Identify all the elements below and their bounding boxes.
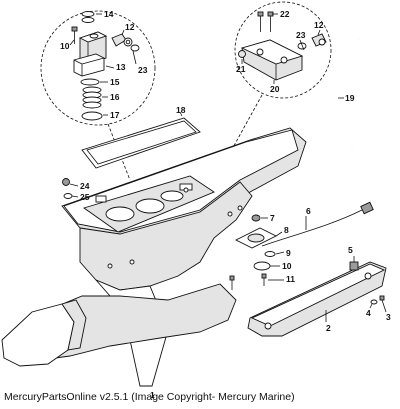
callout-23: 23 [138, 65, 148, 75]
small-parts-cluster [229, 214, 285, 290]
callout-14: 14 [104, 9, 114, 19]
copyright-caption: MercuryPartsOnline v2.5.1 (Image Copyrig… [4, 391, 295, 403]
callout-3: 3 [386, 312, 391, 322]
callout-11: 11 [286, 274, 295, 284]
callout-17: 17 [110, 110, 120, 120]
seal-ring-part [81, 111, 103, 121]
callout-12: 12 [314, 20, 324, 30]
callout-19: 19 [345, 93, 355, 103]
callout-22: 22 [280, 9, 290, 19]
bracket-assembly-part [238, 11, 327, 84]
callout-10: 10 [60, 41, 70, 51]
callout-15: 15 [110, 77, 120, 87]
spring-part [82, 86, 102, 109]
o-ring-part [80, 78, 100, 86]
callout-1: 1 [150, 390, 155, 400]
callout-4: 4 [366, 308, 371, 318]
sender-cable-part [261, 201, 374, 247]
callout-18: 18 [176, 105, 186, 115]
callout-12: 12 [125, 22, 135, 32]
anode-5-part [349, 256, 359, 271]
elbow-fitting-part [111, 33, 140, 52]
washer-4-part [369, 299, 378, 309]
leader-lines-left [69, 13, 137, 116]
hose-part [329, 38, 362, 148]
callout-8: 8 [284, 225, 289, 235]
callout-25: 25 [80, 192, 90, 202]
gasket-part [81, 111, 201, 169]
o-ring-part [81, 11, 95, 23]
housing-block-part [73, 31, 108, 77]
gearcase-housing-part [1, 127, 307, 387]
trim-tab-part [247, 261, 387, 337]
callout-20: 20 [270, 84, 280, 94]
callout-5: 5 [348, 245, 353, 255]
callout-23: 23 [296, 30, 306, 40]
callout-16: 16 [110, 92, 120, 102]
screw-part [71, 26, 78, 44]
callout-10: 10 [282, 261, 292, 271]
callout-13: 13 [116, 62, 126, 72]
washer-25-part [63, 193, 79, 199]
callout-6: 6 [306, 206, 311, 216]
bolt-3-part [379, 295, 387, 313]
callout-2: 2 [326, 323, 331, 333]
screw-24-part [62, 178, 79, 187]
callout-7: 7 [270, 213, 275, 223]
callout-9: 9 [286, 248, 291, 258]
callout-21: 21 [236, 64, 246, 74]
callout-24: 24 [80, 181, 90, 191]
